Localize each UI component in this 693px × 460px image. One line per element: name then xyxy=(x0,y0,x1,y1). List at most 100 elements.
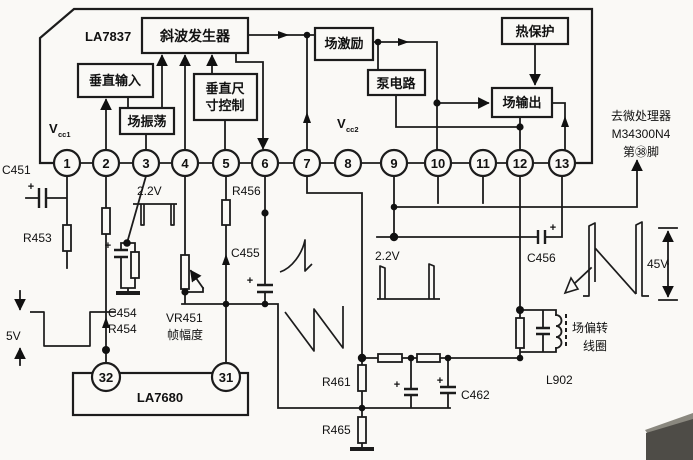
pin-31-circle xyxy=(210,361,242,393)
block-label-line1: 垂直尺 xyxy=(205,81,244,96)
pin-8-circle xyxy=(333,148,363,178)
pin-9-number: 9 xyxy=(390,156,397,171)
resistor-series-2 xyxy=(416,353,441,363)
potentiometer-vr451 xyxy=(180,254,190,290)
coil-label-line1: 场偏转 xyxy=(572,320,608,335)
block-label: 斜波发生器 xyxy=(159,28,231,44)
pin-6-circle xyxy=(250,148,280,178)
block-label: 场振荡 xyxy=(127,114,166,129)
block-ramp-generator: 斜波发生器 xyxy=(140,16,250,55)
vcc2-subscript: cc2 xyxy=(346,125,359,134)
pin-7-circle xyxy=(292,148,322,178)
pin-32-number: 32 xyxy=(99,370,113,385)
resistors xyxy=(62,199,525,444)
c462-label: C462 xyxy=(461,388,490,402)
microprocessor-note: 去微处理器 M34300N4 第㊳脚 xyxy=(611,109,671,159)
block-field-drive: 场激励 xyxy=(313,26,375,62)
arrow-field-drive-out xyxy=(398,38,409,46)
block-label: 场激励 xyxy=(324,36,363,51)
block-vertical-size-control: 垂直尺 寸控制 xyxy=(192,72,259,122)
waveform-sawtooth-small xyxy=(279,239,313,273)
la7680-pins: 32 31 xyxy=(90,361,242,393)
resistor-r454 xyxy=(130,251,140,279)
pin-2-circle xyxy=(91,148,121,178)
osc-2v2-label: 2.2V xyxy=(137,184,162,198)
block-label-line2: 寸控制 xyxy=(205,98,244,113)
c456-label: C456 xyxy=(527,251,556,265)
block-field-oscillator: 场振荡 xyxy=(118,106,176,136)
micro-note-line3: 第㊳脚 xyxy=(623,144,659,159)
pin-13-circle xyxy=(547,148,577,178)
arrow-pin13-up xyxy=(561,116,569,127)
pin-5-circle xyxy=(211,148,241,178)
pin-5-number: 5 xyxy=(222,156,229,171)
pin-8-number: 8 xyxy=(344,156,351,171)
arrow-into-field-drive xyxy=(278,31,289,39)
capacitor-c454 xyxy=(114,248,128,259)
wire-to-microprocessor xyxy=(393,159,643,208)
block-label: 热保护 xyxy=(515,24,554,39)
block-label: 垂直输入 xyxy=(89,73,141,88)
resistor-series-1 xyxy=(377,353,403,363)
companion-ic-label: LA7680 xyxy=(137,390,183,405)
pin-12-circle xyxy=(505,148,535,178)
waveform-45v-deflection xyxy=(583,221,678,301)
corner-artifact xyxy=(645,413,693,460)
pin-4-circle xyxy=(170,148,200,178)
out-2v2-label: 2.2V xyxy=(375,249,400,263)
pin-11-number: 11 xyxy=(476,156,490,171)
r454-label: R454 xyxy=(108,322,137,336)
r465-label: R465 xyxy=(322,423,351,437)
grounds xyxy=(116,291,374,451)
c451-label: C451 xyxy=(2,163,31,177)
waveform-sawtooth-double xyxy=(284,306,344,352)
ic-border xyxy=(38,7,594,165)
pin-6-number: 6 xyxy=(261,156,268,171)
vcc2-label: V xyxy=(337,116,346,131)
r453-label: R453 xyxy=(23,231,52,245)
pin-12-number: 12 xyxy=(513,156,527,171)
plus-c454: + xyxy=(105,240,111,252)
pulse-5v-label: 5V xyxy=(6,329,21,343)
ic-outline xyxy=(38,7,594,165)
pin-3-circle xyxy=(131,148,161,178)
block-field-output: 场输出 xyxy=(490,86,554,119)
pin-9-circle xyxy=(379,148,409,178)
vcc1-label: V xyxy=(49,121,58,136)
arrow-pin7-up xyxy=(303,112,311,123)
resistor-r465 xyxy=(357,416,367,444)
coil-pointer-arrow xyxy=(563,266,593,295)
resistor-coil-damping xyxy=(515,317,525,349)
pin-10-circle xyxy=(423,148,453,178)
capacitor-coil xyxy=(536,326,550,336)
waveform-2v2-output xyxy=(377,263,440,300)
vr451-function-label: 帧幅度 xyxy=(167,327,203,342)
wire-ramp-to-pin6 xyxy=(235,52,269,150)
coil-label-line2: 线圈 xyxy=(583,339,607,353)
pin-3-number: 3 xyxy=(142,156,149,171)
resistor-r461 xyxy=(357,364,367,392)
pin-4-number: 4 xyxy=(181,156,189,171)
plus-c462: + xyxy=(437,375,443,387)
pin-1-number: 1 xyxy=(63,156,70,171)
arrow-pin5-up xyxy=(222,254,230,265)
deflection-45v-label: 45V xyxy=(647,257,668,271)
arrow-pin2-up xyxy=(102,317,110,328)
vr451-label: VR451 xyxy=(166,311,203,325)
pin-2-number: 2 xyxy=(102,156,109,171)
block-label: 场输出 xyxy=(502,95,541,110)
block-vertical-input: 垂直输入 xyxy=(76,62,155,99)
pin-row: 1 2 3 4 5 6 7 8 9 10 11 12 13 xyxy=(52,148,577,178)
capacitor-c462 xyxy=(440,385,456,395)
resistor-pin2 xyxy=(101,207,111,235)
pin-7-number: 7 xyxy=(303,156,310,171)
waveform-5v-pulse xyxy=(14,290,116,366)
c455-label: C455 xyxy=(231,246,260,260)
pin-10-number: 10 xyxy=(431,156,445,171)
pin-13-number: 13 xyxy=(555,156,569,171)
capacitor-c456 xyxy=(536,230,547,244)
r461-label: R461 xyxy=(322,375,351,389)
block-pump-circuit: 泵电路 xyxy=(366,68,427,97)
